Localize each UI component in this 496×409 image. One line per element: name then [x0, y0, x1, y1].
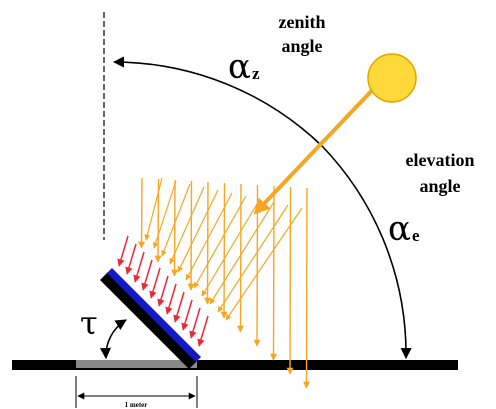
- ground-bar: [12, 360, 458, 370]
- incoming-diagonal-ray: [161, 183, 191, 257]
- incoming-rays: [138, 177, 311, 389]
- incoming-ray: [220, 182, 228, 319]
- incoming-diagonal-ray: [177, 189, 219, 273]
- sun-icon: [367, 53, 417, 103]
- dimension-label: 1 meter: [125, 401, 148, 409]
- alpha-e-subscript: e: [412, 226, 420, 245]
- panel-ray: [197, 315, 209, 347]
- panel-ray: [149, 267, 161, 299]
- incoming-diagonal-ray: [152, 180, 177, 249]
- incoming-diagonal-ray: [193, 195, 247, 289]
- alpha-z-symbol: α: [228, 47, 251, 87]
- panel-ray: [117, 235, 129, 267]
- incoming-ray: [253, 184, 261, 347]
- elevation-label-line1: elevation: [406, 150, 475, 170]
- elevation-label-line2: angle: [419, 176, 460, 196]
- incoming-ray: [138, 177, 146, 249]
- panel-ray: [189, 307, 201, 339]
- zenith-label-line2: angle: [281, 36, 322, 56]
- incoming-diagonal-ray: [169, 186, 205, 265]
- solar-panel-face: [107, 268, 201, 362]
- solar-panel-back: [100, 272, 197, 369]
- zenith-label-line1: zenith: [279, 12, 326, 32]
- incoming-diagonal-ray: [217, 204, 289, 313]
- panel-ray: [133, 251, 145, 283]
- incoming-diagonal-ray: [144, 177, 163, 241]
- incoming-ray: [171, 179, 179, 277]
- incoming-ray: [237, 183, 245, 333]
- alpha-e-symbol: α: [388, 209, 411, 249]
- panel-ray: [173, 291, 185, 323]
- incoming-ray: [204, 181, 212, 305]
- incoming-ray: [270, 185, 278, 361]
- tilt-angle-symbol: τ: [80, 304, 98, 342]
- incoming-ray: [286, 186, 294, 375]
- panel-rays: [117, 235, 209, 347]
- incoming-ray: [154, 178, 162, 263]
- panel-ray: [165, 283, 177, 315]
- panel-ray: [125, 243, 137, 275]
- incoming-ray: [303, 187, 311, 389]
- panel-shadow: [76, 360, 197, 368]
- zenith-angle-arc: [112, 56, 323, 147]
- elevation-angle-arc: [321, 145, 412, 360]
- incoming-ray: [187, 180, 195, 291]
- panel-ray: [181, 299, 193, 331]
- incoming-diagonal-ray: [185, 192, 233, 281]
- sun-ray: [253, 80, 382, 215]
- panel-ray: [157, 275, 169, 307]
- incoming-diagonal-ray: [209, 201, 275, 305]
- alpha-z-subscript: z: [252, 64, 260, 83]
- incoming-diagonal-ray: [201, 198, 261, 297]
- panel-ray: [141, 259, 153, 291]
- tilt-angle-arc: [99, 319, 127, 360]
- incoming-diagonal-ray: [225, 207, 303, 321]
